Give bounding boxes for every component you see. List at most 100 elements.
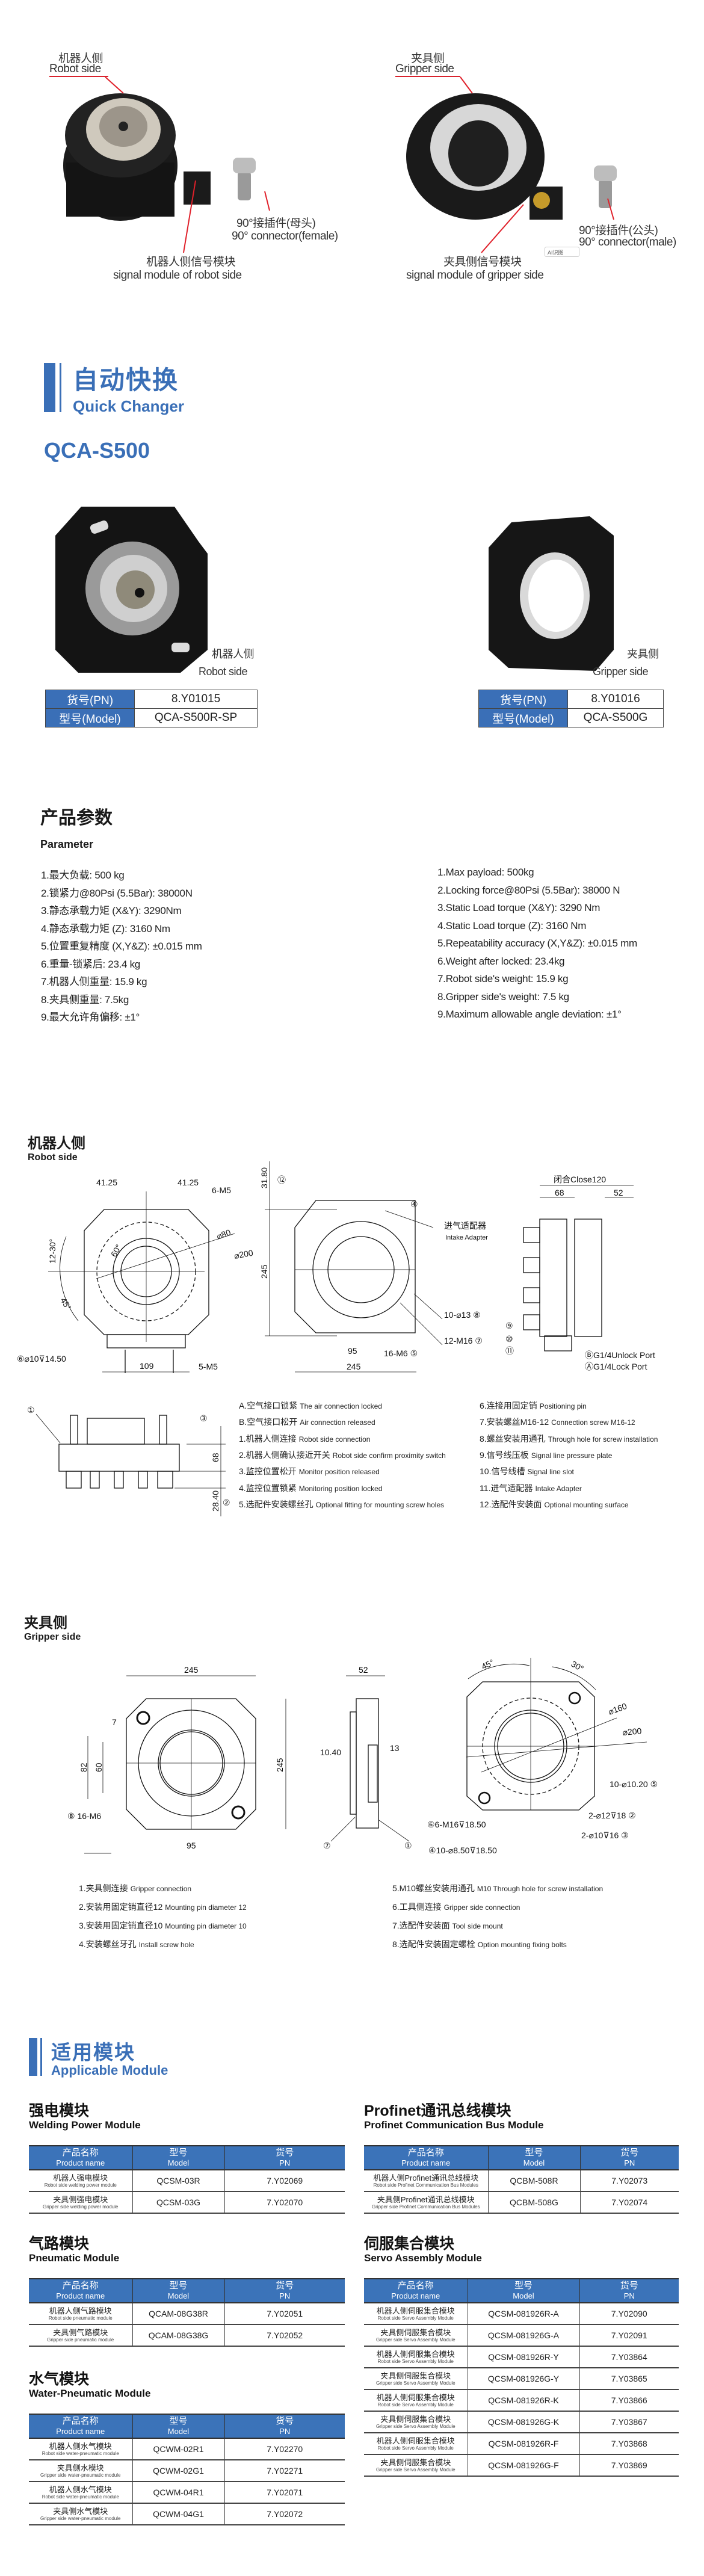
legend-item-cn: 3.安装用固定销直径10	[79, 1921, 163, 1930]
robot-product-label-en: Robot side	[199, 666, 248, 678]
modules-section-bar-thick	[29, 2038, 37, 2076]
model-cell: QCWM-04G1	[132, 2503, 224, 2525]
legend-item-cn: 12.选配件安装面	[480, 1499, 542, 1509]
dim-label: 41.25	[178, 1178, 199, 1187]
legend-item-cn: 5.M10螺丝安装用通孔	[392, 1883, 475, 1893]
dim-label: 10-⌀10.20 ⑤	[610, 1779, 658, 1789]
dim-label: 2-⌀12⊽18 ②	[588, 1811, 636, 1820]
module-group-title-en: Water-Pneumatic Module	[29, 2388, 151, 2399]
product-name-cn: 夹具侧水气模块	[53, 2506, 108, 2516]
parameter-item-en: 9.Maximum allowable angle deviation: ±1°	[437, 1008, 622, 1020]
section-title-en: Quick Changer	[73, 397, 184, 415]
dim-label: ⌀80	[215, 1228, 232, 1241]
column-header-en: PN	[624, 2158, 635, 2167]
modules-title-cn: 适用模块	[51, 2041, 135, 2063]
parameter-item-en: 7.Robot side's weight: 15.9 kg	[437, 973, 569, 984]
top-product-photos	[63, 76, 617, 253]
dim-label: 31.80	[259, 1167, 269, 1188]
model-cell: QCWM-04R1	[132, 2482, 224, 2504]
legend-item-cn: 8.螺丝安装用通孔	[480, 1433, 546, 1444]
parameter-item-cn: 7.机器人侧重量: 15.9 kg	[41, 976, 147, 987]
parameter-item-en: 3.Static Load torque (X&Y): 3290 Nm	[437, 902, 601, 913]
callout: ⑫	[277, 1175, 286, 1185]
column-header-cn: 型号	[525, 2148, 543, 2158]
model-label: 型号(Model)	[478, 708, 568, 727]
gripper-side-label-cn: 夹具侧	[411, 52, 445, 65]
dim-label: ⌀160	[607, 1701, 629, 1717]
column-header-cn: 货号	[276, 2148, 294, 2158]
legend-item-en: Intake Adapter	[535, 1484, 582, 1493]
pn-cell: 7.Y02070	[224, 2191, 345, 2214]
model-cell: QCSM-03G	[132, 2191, 224, 2214]
callout: ⑨	[505, 1321, 513, 1330]
unlock-port-label: ⒷG1/4Unlock Port	[585, 1350, 655, 1360]
pn-cell: 7.Y03866	[579, 2389, 679, 2412]
column-header-cn: 货号	[620, 2148, 639, 2158]
column-header-cn: 型号	[514, 2281, 533, 2291]
ai-recognize-button[interactable]: AI识图	[545, 247, 579, 257]
gripper-front-view	[84, 1675, 286, 1854]
dim-label: 245	[259, 1264, 269, 1279]
intake-adapter-label-en: Intake Adapter	[445, 1234, 488, 1241]
dim-label: 45°	[58, 1296, 73, 1312]
legend-item-en: The air connection locked	[300, 1402, 382, 1410]
robot-drawing-title-cn: 机器人侧	[28, 1135, 85, 1152]
product-name-en: Gripper side Profinet Communication Bus …	[371, 2204, 480, 2210]
robot-middle-view	[265, 1161, 443, 1373]
product-name-cn: 机器人侧水气模块	[49, 2441, 112, 2451]
column-header-en: Product name	[56, 2427, 105, 2436]
robot-side-product-photo	[55, 507, 208, 673]
gripper-signal-module-label-en: signal module of gripper side	[406, 269, 544, 282]
gripper-drawing-title-en: Gripper side	[24, 1632, 81, 1642]
product-name-cn: 机器人侧气路模块	[49, 2306, 112, 2315]
product-name-en: Gripper side Servo Assembly Module	[375, 2337, 455, 2343]
dim-label: 245	[347, 1362, 361, 1371]
model-value: QCA-S500G	[567, 708, 664, 727]
column-header-en: Product name	[401, 2158, 451, 2167]
model-cell: QCSM-081926R-K	[467, 2389, 579, 2412]
module-group-title-en: Pneumatic Module	[29, 2252, 120, 2264]
dim-label: 245	[184, 1665, 199, 1675]
product-name-en: Robot side Servo Assembly Module	[377, 2315, 454, 2321]
module-group-title-cn: 气路模块	[29, 2235, 90, 2252]
robot-product-label-cn: 机器人侧	[212, 648, 255, 660]
pn-cell: 7.Y02052	[224, 2324, 345, 2347]
pn-cell: 7.Y02072	[224, 2503, 345, 2525]
robot-side-technical-drawing: 41.25 41.25 6-M5 12-30° 60° ⌀80 ⌀200 45°…	[17, 1161, 655, 1516]
model-value: QCA-S500R-SP	[134, 708, 258, 727]
callout: ③	[200, 1413, 208, 1423]
dim-label: 52	[359, 1665, 368, 1675]
dim-label: 5-M5	[199, 1362, 218, 1371]
dim-label: 95	[187, 1841, 196, 1850]
pn-cell: 7.Y03869	[579, 2454, 679, 2477]
dim-label: ⑥⌀10⊽14.50	[17, 1354, 66, 1364]
dim-label: 闭合Close120	[554, 1175, 606, 1184]
module-group-title-en: Servo Assembly Module	[364, 2252, 482, 2264]
male-connector-label-en: 90° connector(male)	[579, 236, 676, 249]
column-header-cn: 货号	[620, 2281, 638, 2291]
product-name-cn: 机器人侧水气模块	[49, 2485, 112, 2494]
